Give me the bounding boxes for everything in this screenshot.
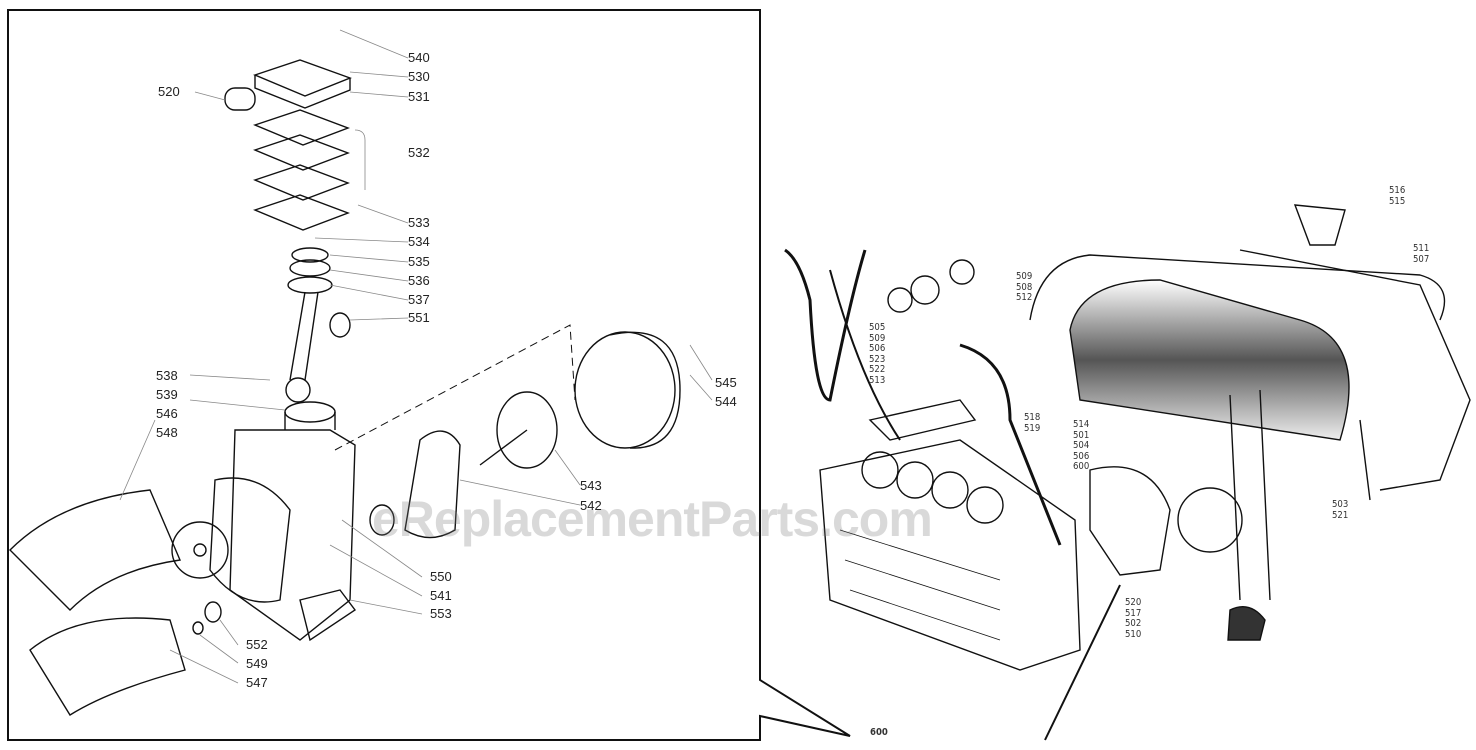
part-label: 544 [715, 394, 737, 409]
label-group: 516 515 [1389, 185, 1406, 207]
part-label: 537 [408, 292, 430, 307]
fan-and-shrouds [9, 489, 395, 716]
label-group: 509 508 512 [1016, 271, 1033, 304]
part-label: 509 [1016, 271, 1033, 282]
part-label: 552 [246, 637, 268, 652]
part-label: 545 [715, 375, 737, 390]
part-label: 532 [408, 145, 430, 160]
part-label: 540 [408, 50, 430, 65]
part-label: 541 [430, 588, 452, 603]
part-label: 530 [408, 69, 430, 84]
part-label: 506 [869, 343, 886, 354]
part-label: 536 [408, 273, 430, 288]
label-group: 503 521 [1332, 499, 1349, 521]
label-group: 514 501 504 506 600 [1073, 419, 1090, 473]
part-label: 503 [1332, 499, 1349, 510]
part-label: 600 [1073, 461, 1090, 472]
part-label: 522 [869, 364, 886, 375]
part-label: 515 [1389, 195, 1406, 207]
part-label: 551 [408, 310, 430, 325]
label-group: 505 509 506 523 522 513 [869, 322, 886, 386]
shroud-housing [819, 399, 1081, 671]
label-group: 511 507 [1413, 243, 1430, 265]
part-label: 508 [1016, 281, 1033, 293]
part-label: 516 [1389, 185, 1406, 196]
part-label: 511 [1413, 243, 1430, 254]
part-label: 550 [430, 569, 452, 584]
part-label: 504 [1073, 440, 1090, 451]
part-label: 507 [1413, 253, 1430, 265]
part-label: 542 [580, 498, 602, 513]
part-label: 517 [1125, 607, 1142, 619]
part-label: 512 [1016, 292, 1033, 303]
label-group: 518 519 [1024, 412, 1041, 434]
part-label: 505 [869, 322, 886, 333]
detail-frame [7, 9, 851, 741]
part-label: 539 [156, 387, 178, 402]
crankcase [209, 429, 357, 642]
watermark: eReplacementParts.com [372, 491, 933, 547]
label-group: 520 517 502 510 [1125, 597, 1142, 640]
belt-and-pulleys [334, 324, 681, 539]
part-label: 518 [1024, 412, 1041, 423]
part-label: 538 [156, 368, 178, 383]
part-label: 509 [869, 332, 886, 344]
part-label: 533 [408, 215, 430, 230]
callout-label: 600 [870, 727, 888, 738]
power-cord [784, 248, 901, 441]
part-label: 514 [1073, 419, 1090, 430]
part-label: 501 [1073, 429, 1090, 441]
leader-lines [119, 29, 713, 684]
part-label: 535 [408, 254, 430, 269]
cylinder-head-stack [224, 59, 352, 430]
part-label: 513 [869, 374, 886, 386]
part-label: 548 [156, 425, 178, 440]
part-label: 549 [246, 656, 268, 671]
part-label: 553 [430, 606, 452, 621]
part-label: 543 [580, 478, 602, 493]
part-label: 534 [408, 234, 430, 249]
callout-line [1044, 584, 1121, 741]
part-label: 519 [1024, 422, 1041, 434]
part-label: 506 [1073, 450, 1090, 462]
part-label: 520 [158, 84, 180, 99]
part-label: 520 [1125, 597, 1142, 608]
part-label: 521 [1332, 509, 1349, 521]
part-label: 546 [156, 406, 178, 421]
tank-and-frame [1029, 204, 1471, 641]
part-label: 547 [246, 675, 268, 690]
part-label: 531 [408, 89, 430, 104]
part-label: 502 [1125, 618, 1142, 629]
part-label: 510 [1125, 628, 1142, 640]
gauges-and-fittings [887, 259, 1062, 546]
part-label: 523 [869, 353, 886, 365]
